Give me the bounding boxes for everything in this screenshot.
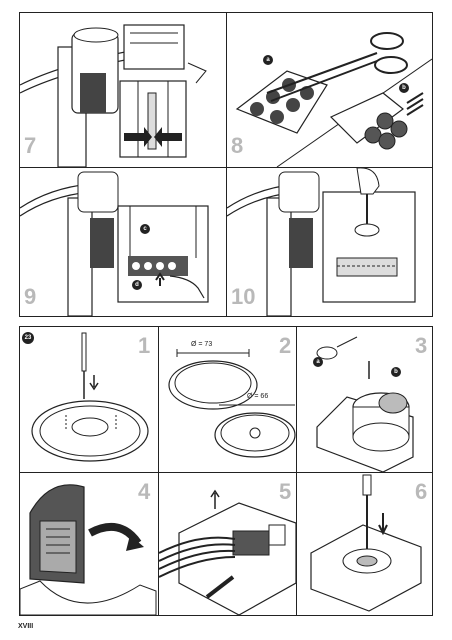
bottom-step-number-5: 5: [279, 479, 292, 504]
bottom-step-number-6: 6: [415, 479, 428, 504]
dimension-outer-label: Ø = 73: [191, 341, 213, 348]
final-screw-illustration: [310, 474, 422, 612]
bottom-step-number-4: 4: [138, 479, 151, 504]
wiring-connector-illustration: [159, 489, 296, 615]
bottom-horizontal-divider: [19, 472, 433, 473]
callout-d-push: d: [132, 280, 142, 290]
base-plate-screwing-illustration: [31, 332, 149, 462]
callout-a-cap: a: [313, 357, 323, 367]
step-10-panel: 10: [227, 168, 432, 316]
plug-insertion-illustration: [20, 171, 209, 316]
figure-number-badge: 23: [22, 332, 34, 344]
bottom-step-number-2: 2: [279, 333, 292, 358]
step-8-panel: a b 8: [227, 13, 432, 167]
bottom-vertical-divider-2: [296, 326, 297, 616]
callout-a-scissors: a: [263, 55, 273, 65]
bottom-step-number-3: 3: [415, 333, 428, 358]
step-number-7: 7: [24, 133, 37, 158]
bottom-step-6-panel: 6: [297, 473, 432, 615]
page-number: XVIII: [18, 623, 34, 630]
bottom-step-1-panel: 1: [20, 327, 158, 472]
gasket-sizes-illustration: [168, 349, 296, 458]
top-vertical-divider: [226, 12, 227, 317]
bottom-step-2-panel: Ø = 73 Ø = 66 2: [159, 327, 296, 472]
scissors-cutting-illustration: [235, 32, 432, 167]
bottom-step-5-panel: 5: [159, 473, 296, 615]
callout-b-arrow: b: [399, 83, 409, 93]
step-number-10: 10: [231, 284, 256, 309]
step-9-panel: c d 9: [20, 168, 226, 316]
bottom-step-number-1: 1: [138, 333, 151, 358]
top-horizontal-divider: [19, 167, 433, 168]
callout-c-screw: c: [140, 224, 150, 234]
post-bracket-illustration: [20, 24, 207, 167]
callout-b-cap: b: [391, 367, 401, 377]
cap-fitting-illustration: [316, 336, 414, 472]
bottom-step-4-panel: 4: [20, 473, 158, 615]
step-7-panel: 7: [20, 13, 226, 167]
dimension-inner-label: Ø = 66: [247, 393, 269, 400]
step-number-9: 9: [24, 284, 37, 309]
step-number-8: 8: [231, 133, 244, 158]
screwdriver-fixing-illustration: [227, 168, 416, 316]
bottom-step-3-panel: a b 3: [297, 327, 432, 472]
board-rotation-illustration: [20, 484, 157, 615]
bottom-vertical-divider-1: [158, 326, 159, 616]
